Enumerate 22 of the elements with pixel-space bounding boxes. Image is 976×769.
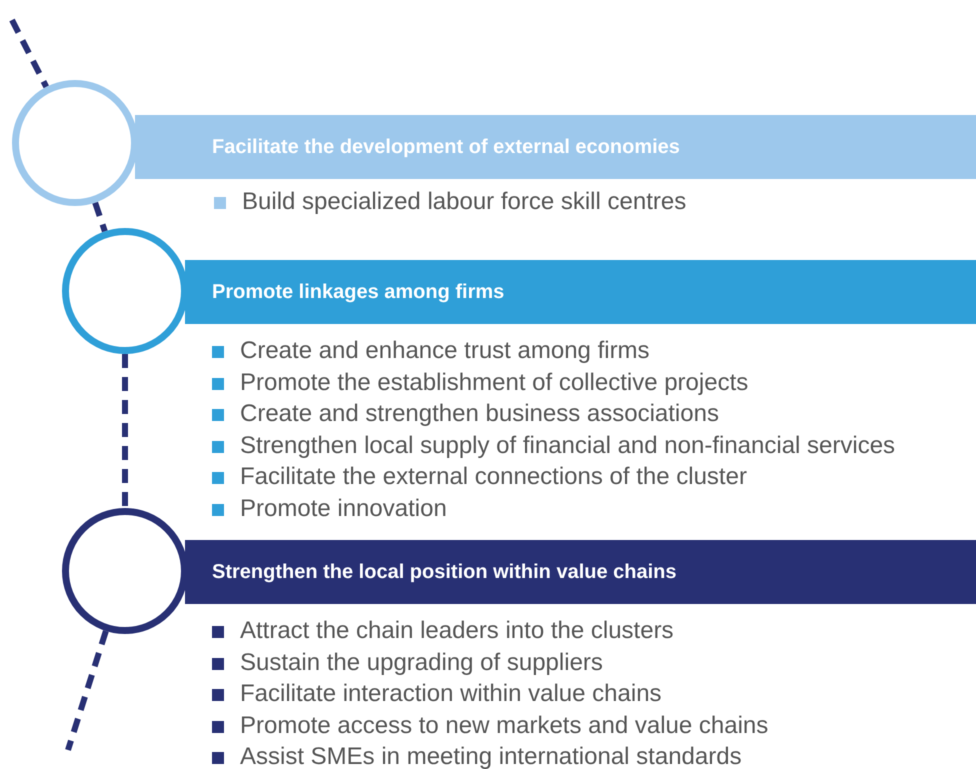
bullet-item: Create and enhance trust among firms — [212, 337, 650, 365]
bullet-item: Promote the establishment of collective projects — [212, 368, 748, 397]
bullet-item: Strengthen local supply of financial and non-financial services — [212, 432, 896, 460]
bullet-item: Sustain the upgrading of suppliers — [212, 648, 603, 677]
heading-band — [185, 540, 976, 604]
bullet-item: Build specialized labour force skill centres — [214, 188, 686, 216]
bullet-item: Facilitate interaction within value chains — [212, 680, 662, 708]
heading-text: Facilitate the development of external economies — [212, 136, 680, 158]
dashed-connector — [122, 354, 128, 508]
bullet-item: Promote access to new markets and value chains — [212, 712, 768, 740]
dashed-connector — [65, 630, 109, 751]
bullet-item: Create and strengthen business associations — [212, 400, 719, 428]
dashed-connector — [9, 18, 49, 88]
heading-band — [135, 115, 976, 179]
bullet-item: Facilitate the external connections of the cluster — [212, 463, 747, 492]
heading-text: Strengthen the local position within value chains — [212, 560, 677, 584]
bullet-item: Assist SMEs in meeting international standards — [212, 743, 742, 769]
heading-band — [185, 260, 976, 324]
bullet-item: Attract the chain leaders into the clusters — [212, 617, 674, 645]
dashed-connector — [92, 202, 108, 232]
bullet-item: Promote innovation — [212, 495, 447, 523]
heading-text: Promote linkages among firms — [212, 280, 504, 304]
